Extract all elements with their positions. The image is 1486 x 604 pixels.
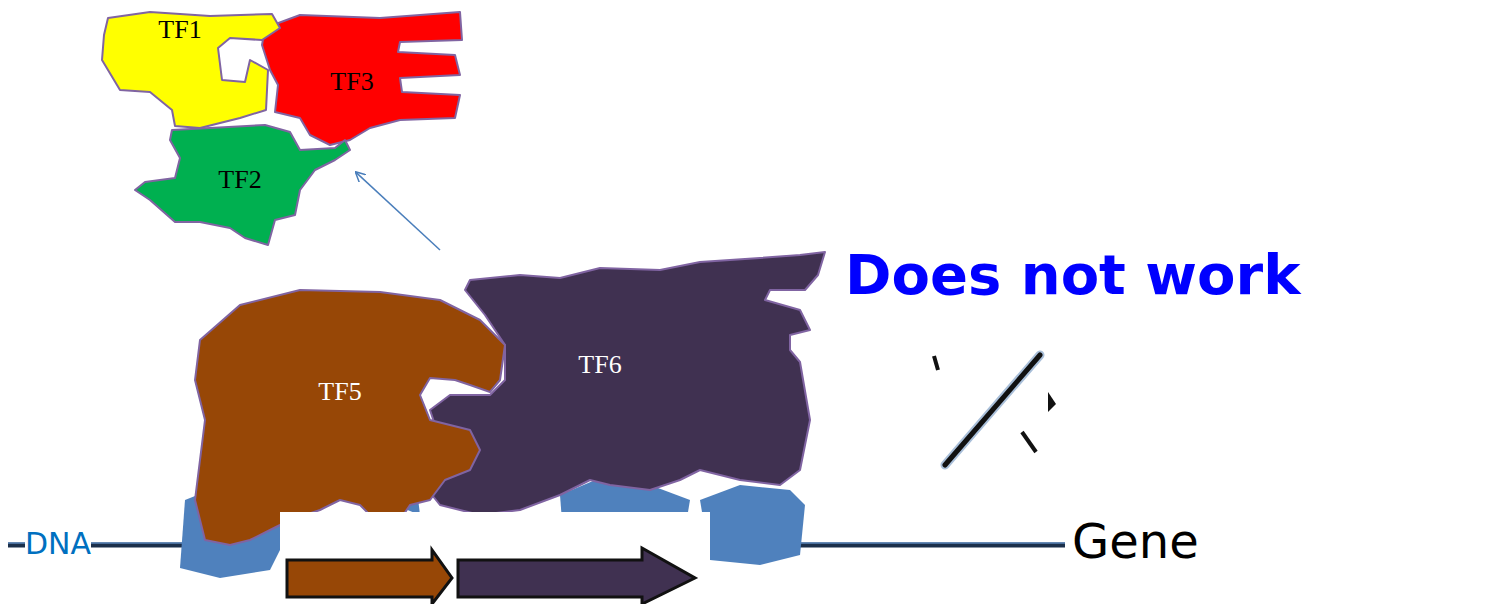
gene-label: Gene xyxy=(1072,515,1199,568)
node-label: TF3 xyxy=(330,68,373,97)
transcription-factor: TF1 xyxy=(100,8,285,133)
transcription-factor: TF3 xyxy=(258,8,466,148)
transcription-factor: TF5 xyxy=(190,285,510,550)
node-label: TF6 xyxy=(578,351,621,380)
transcription-factor: TF2 xyxy=(132,122,352,248)
status-note: Does not work xyxy=(845,244,1300,306)
node-label: TF5 xyxy=(318,378,361,407)
protein-blob xyxy=(190,285,510,550)
node-label: TF1 xyxy=(158,16,201,45)
dna-label: DNA xyxy=(25,527,91,560)
node-label: TF2 xyxy=(218,166,261,195)
binding-arrow xyxy=(356,172,440,250)
